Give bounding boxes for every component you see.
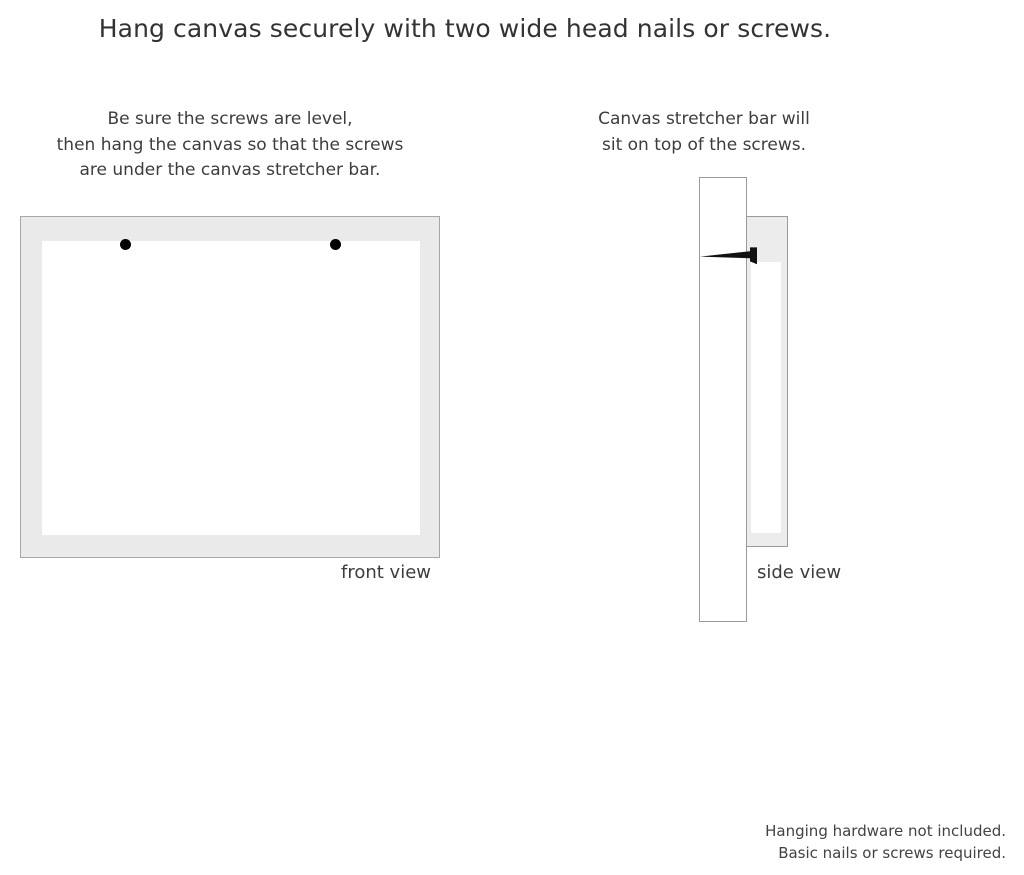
front-view-left-screw-icon — [120, 239, 131, 250]
page-title: Hang canvas securely with two wide head … — [98, 14, 832, 43]
front-view-canvas-frame — [20, 216, 440, 558]
front-view-caption-line-3: are under the canvas stretcher bar. — [79, 160, 381, 180]
front-view-right-screw-icon — [330, 239, 341, 250]
front-view-canvas-face — [42, 241, 420, 535]
side-view-stretcher-bar-inner — [751, 262, 781, 533]
side-view-caption-line-1: Canvas stretcher bar will — [598, 109, 810, 129]
footer-line-2: Basic nails or screws required. — [778, 844, 1006, 862]
side-view-wall — [699, 177, 747, 622]
front-view-label: front view — [341, 562, 431, 583]
front-view-caption-line-1: Be sure the screws are level, — [107, 109, 353, 129]
footer-line-1: Hanging hardware not included. — [765, 822, 1006, 840]
front-view-caption: Be sure the screws are level, then hang … — [20, 107, 440, 184]
nail-icon — [700, 247, 762, 265]
side-view-caption: Canvas stretcher bar will sit on top of … — [584, 107, 824, 158]
side-view-caption-line-2: sit on top of the screws. — [601, 134, 807, 155]
side-view-label: side view — [757, 562, 842, 583]
front-view-caption-line-2: then hang the canvas so that the screws — [56, 134, 404, 155]
footer-disclaimer: Hanging hardware not included. Basic nai… — [765, 820, 1006, 864]
